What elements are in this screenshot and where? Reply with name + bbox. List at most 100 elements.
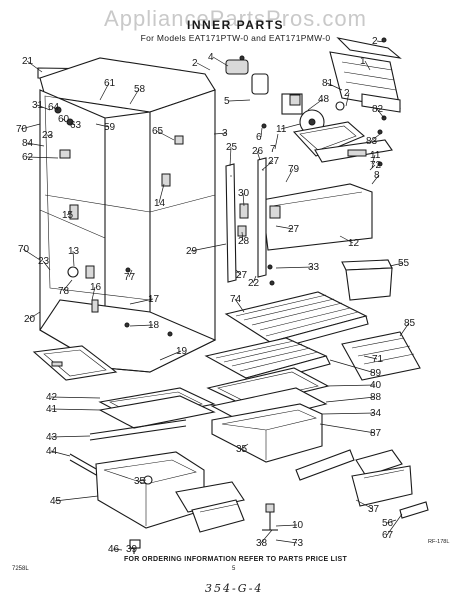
part-callout-c-25: 25: [226, 142, 238, 153]
leader-line-c-77: [128, 269, 133, 278]
part-callout-c-64: 64: [48, 102, 60, 113]
leader-line-c-8: [371, 174, 380, 185]
leader-line-c-18: [129, 324, 154, 327]
leader-line-c-35b: [240, 443, 249, 450]
leader-line-c-63: [71, 123, 76, 126]
part-callout-c-71: 71: [372, 354, 384, 365]
part-callout-c-26: 26: [252, 146, 264, 157]
wire-shelf-upper: [224, 291, 369, 351]
part-callout-c-18: 18: [148, 320, 160, 331]
part-callout-c-70a: 70: [16, 124, 28, 135]
part-callout-c-79: 79: [288, 164, 300, 175]
part-callout-c-88: 88: [370, 392, 382, 403]
part-callout-c-33: 33: [308, 262, 320, 273]
leader-line-c-41: [50, 408, 101, 411]
part-callout-c-27c: 27: [236, 270, 248, 281]
part-callout-c-44: 44: [46, 446, 58, 457]
leader-line-c-23a: [46, 134, 53, 137]
leader-line-c-42: [50, 396, 101, 399]
shelf-support-rails: [225, 157, 267, 283]
part-callout-c-3: 3: [222, 128, 228, 139]
leader-line-c-60: [62, 118, 67, 123]
leader-line-c-64: [52, 106, 59, 111]
leader-line-c-31: [36, 104, 51, 111]
leader-line-c-14: [158, 183, 165, 204]
part-callout-c-56: 56: [382, 518, 394, 529]
part-callout-c-11b: 11: [370, 150, 381, 161]
part-callout-c-42: 42: [46, 392, 58, 403]
crisper-drawer-small-left: [175, 481, 245, 513]
part-callout-c-29: 29: [186, 246, 198, 257]
part-callout-c-21: 21: [22, 56, 34, 67]
leader-line-c-21: [26, 60, 43, 73]
part-callout-c-70b: 70: [18, 244, 30, 255]
part-callout-c-85: 85: [404, 318, 416, 329]
part-callout-c-12: 12: [348, 238, 360, 249]
part-callout-c-83: 83: [366, 136, 378, 147]
part-callout-c-73: 73: [292, 538, 304, 549]
part-callout-c-45: 45: [50, 496, 62, 507]
part-callout-c-77: 77: [124, 272, 136, 283]
leader-line-c-2c: [345, 92, 350, 107]
part-callout-c-81: 81: [322, 78, 334, 89]
leader-line-c-6: [260, 127, 263, 138]
leader-line-c-38: [260, 529, 273, 544]
part-callout-c-1: 1: [360, 56, 366, 67]
part-callout-c-23b: 23: [38, 256, 50, 267]
leader-line-c-25: [229, 146, 232, 167]
part-callout-c-2b: 2: [192, 58, 198, 69]
part-callout-c-35b: 35: [236, 444, 248, 455]
part-callout-c-65: 65: [152, 126, 164, 137]
part-callout-c-4: 4: [208, 52, 214, 63]
leader-line-c-70a: [20, 123, 41, 130]
leader-line-c-85: [399, 322, 410, 337]
leader-line-c-81: [326, 82, 343, 91]
crisper-frame-left: [69, 419, 187, 477]
hinge-bracket: [262, 503, 278, 531]
part-callout-c-63: 63: [70, 120, 82, 131]
part-callout-c-17: 17: [148, 294, 160, 305]
part-callout-c-39: 39: [126, 544, 138, 555]
part-callout-c-89: 89: [370, 368, 382, 379]
part-callout-c-87: 87: [370, 428, 382, 439]
part-callout-c-74: 74: [230, 294, 242, 305]
leader-line-c-4: [212, 56, 229, 67]
fan-motor-assembly: [225, 59, 366, 157]
leader-line-c-11b: [371, 154, 376, 165]
leader-line-c-30: [242, 192, 245, 207]
part-callout-c-28: 28: [238, 236, 250, 247]
part-callout-c-35a: 35: [134, 476, 146, 487]
leader-line-c-20: [28, 311, 41, 320]
part-callout-c-16: 16: [90, 282, 102, 293]
leader-line-c-65: [156, 130, 175, 141]
leader-line-c-17: [129, 298, 154, 305]
crisper-cover-left: [98, 387, 216, 429]
leader-line-c-11a: [280, 123, 301, 130]
leader-line-c-82: [376, 108, 385, 119]
leader-line-c-5: [228, 99, 251, 102]
air-duct-cover: [261, 139, 393, 251]
part-callout-c-8: 8: [374, 170, 380, 181]
part-callout-c-46: 46: [108, 544, 120, 555]
part-callout-c-2c: 2: [344, 88, 350, 99]
leader-line-c-39: [130, 547, 135, 550]
leader-line-c-10: [275, 524, 298, 527]
leader-line-c-87: [319, 423, 376, 434]
leader-line-c-3: [213, 132, 228, 135]
drawing-reference: RF-178L: [428, 539, 450, 545]
diagram-title: INNER PARTS: [187, 18, 284, 32]
meat-keeper: [341, 259, 393, 301]
crisper-drawer-right: [211, 403, 323, 463]
leader-line-c-29: [190, 243, 227, 252]
part-callout-c-61: 61: [104, 78, 116, 89]
handwritten-note: 354-G-4: [205, 582, 264, 595]
leader-line-c-73: [275, 539, 298, 544]
leader-line-c-35a: [138, 479, 147, 482]
drip-tray: [32, 345, 118, 381]
leader-line-c-27a: [261, 160, 274, 171]
leader-line-c-44: [50, 450, 71, 457]
leader-line-c-46: [112, 548, 123, 551]
part-callout-c-62: 62: [22, 152, 34, 163]
